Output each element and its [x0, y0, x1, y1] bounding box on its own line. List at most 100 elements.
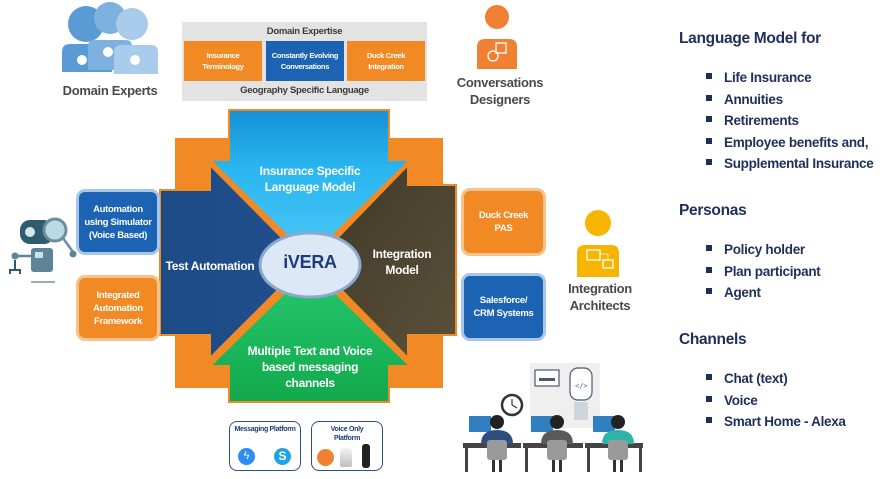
personas-heading: Personas: [679, 202, 747, 219]
list-item-text: Policy holder: [724, 242, 805, 257]
label-line: Insurance Specific: [259, 164, 361, 178]
list-item: Retirements: [706, 110, 873, 132]
box-line: PAS: [494, 223, 513, 234]
conversation-designer-icon: [477, 5, 517, 69]
label-line: Architects: [569, 298, 631, 313]
bullet-icon: [706, 137, 712, 144]
list-item: Supplemental Insurance: [706, 153, 874, 175]
box-line: Integrated: [96, 289, 140, 301]
list-item-text: Smart Home - Alexa: [724, 414, 846, 429]
test-robot-icon: [9, 217, 77, 283]
list-item-text: Retirements: [724, 113, 799, 128]
label-line: Voice Only: [330, 426, 364, 433]
box-line: Salesforce/: [479, 295, 528, 306]
box-line: Conversations: [280, 62, 330, 71]
google-home-icon: [340, 448, 352, 467]
list-item: Smart Home - Alexa: [706, 411, 846, 433]
box-line: CRM Systems: [473, 308, 534, 319]
box-line: Terminology: [202, 62, 244, 71]
list-item-text: Annuities: [724, 91, 783, 107]
bullet-icon: [706, 73, 712, 80]
salesforce-crm-box: Salesforce/CRM Systems: [461, 273, 546, 341]
list-item-text: Supplemental Insurance: [724, 156, 874, 171]
ivera-ellipse: [258, 231, 362, 299]
label-line: Platform: [334, 435, 360, 442]
list-item-text: Life Insurance: [724, 70, 812, 85]
test-automation-arrow-label: Test Automation: [165, 259, 255, 273]
list-item: Annuities: [706, 89, 873, 111]
developers-illustration: </>: [463, 363, 643, 472]
domain-expertise-title: Domain Expertise: [266, 26, 343, 37]
bullet-icon: [706, 159, 712, 166]
channels-heading: Channels: [679, 331, 747, 348]
list-item: Life Insurance: [706, 67, 873, 89]
list-item-text: Voice: [724, 392, 758, 408]
language-model-list: Life Insurance Annuities Retirements Emp…: [706, 67, 874, 175]
bullet-icon: [706, 94, 712, 101]
label-line: channels: [285, 376, 335, 390]
box-line: Constantly Evolving: [271, 51, 339, 60]
list-item: Policy holder: [706, 239, 820, 261]
bullet-icon: [706, 374, 712, 381]
list-item-text: Plan participant: [724, 263, 821, 279]
language-model-heading: Language Model for: [679, 30, 821, 47]
label-line: Language Model: [264, 180, 356, 194]
left-arrow: [159, 162, 308, 361]
bottom-arrow: [207, 266, 413, 403]
box-line: Insurance: [206, 51, 240, 60]
label-line: Integration: [568, 281, 632, 296]
box-line: Framework: [94, 315, 142, 327]
amazon-echo-icon: [362, 444, 370, 468]
right-arrow: [312, 162, 457, 361]
list-item: Agent: [706, 282, 820, 304]
personas-list: Policy holder Plan participant Agent: [706, 239, 821, 304]
ivera-label: iVERA: [283, 252, 337, 272]
box-line: Automation: [93, 203, 143, 215]
box-line: Automation: [93, 302, 143, 314]
bullet-icon: [706, 417, 712, 424]
bullet-icon: [706, 266, 712, 273]
messenger-icon: ϟ: [238, 448, 255, 465]
messaging-channels-arrow-label: Multiple Text and Voice based messaging ch…: [225, 343, 395, 391]
bullet-icon: [706, 245, 712, 252]
geography-language-label: Geography Specific Language: [240, 85, 369, 96]
box-line: Duck Creek: [478, 210, 529, 221]
list-item: Chat (text): [706, 368, 846, 390]
bullet-icon: [706, 395, 712, 402]
label-line: Model: [385, 263, 419, 277]
integration-architect-icon: [577, 210, 619, 277]
label-line: Designers: [469, 92, 531, 107]
messaging-platform-title: Messaging Platform: [234, 426, 296, 433]
box-line: Duck Creek: [366, 51, 406, 60]
box-line: (Voice Based): [88, 229, 148, 241]
bullet-icon: [706, 288, 712, 295]
top-arrow: [207, 109, 413, 260]
svg-text:</>: </>: [575, 382, 588, 390]
box-line: using Simulator: [84, 216, 152, 228]
label-line: based messaging: [261, 360, 359, 374]
box-line: Integration: [368, 62, 404, 71]
skype-icon: S: [274, 448, 291, 465]
label-line: Multiple Text and Voice: [247, 344, 373, 358]
list-item-text: Agent: [724, 285, 761, 300]
bullet-icon: [706, 116, 712, 123]
label-line: Conversations: [456, 75, 544, 90]
domain-experts-icon: [62, 2, 158, 74]
channels-list: Chat (text) Voice Smart Home - Alexa: [706, 368, 846, 433]
list-item: Employee benefits and,: [706, 132, 873, 154]
list-item-text: Chat (text): [724, 371, 788, 386]
domain-experts-label: Domain Experts: [62, 83, 158, 98]
microphone-icon: [317, 449, 334, 466]
